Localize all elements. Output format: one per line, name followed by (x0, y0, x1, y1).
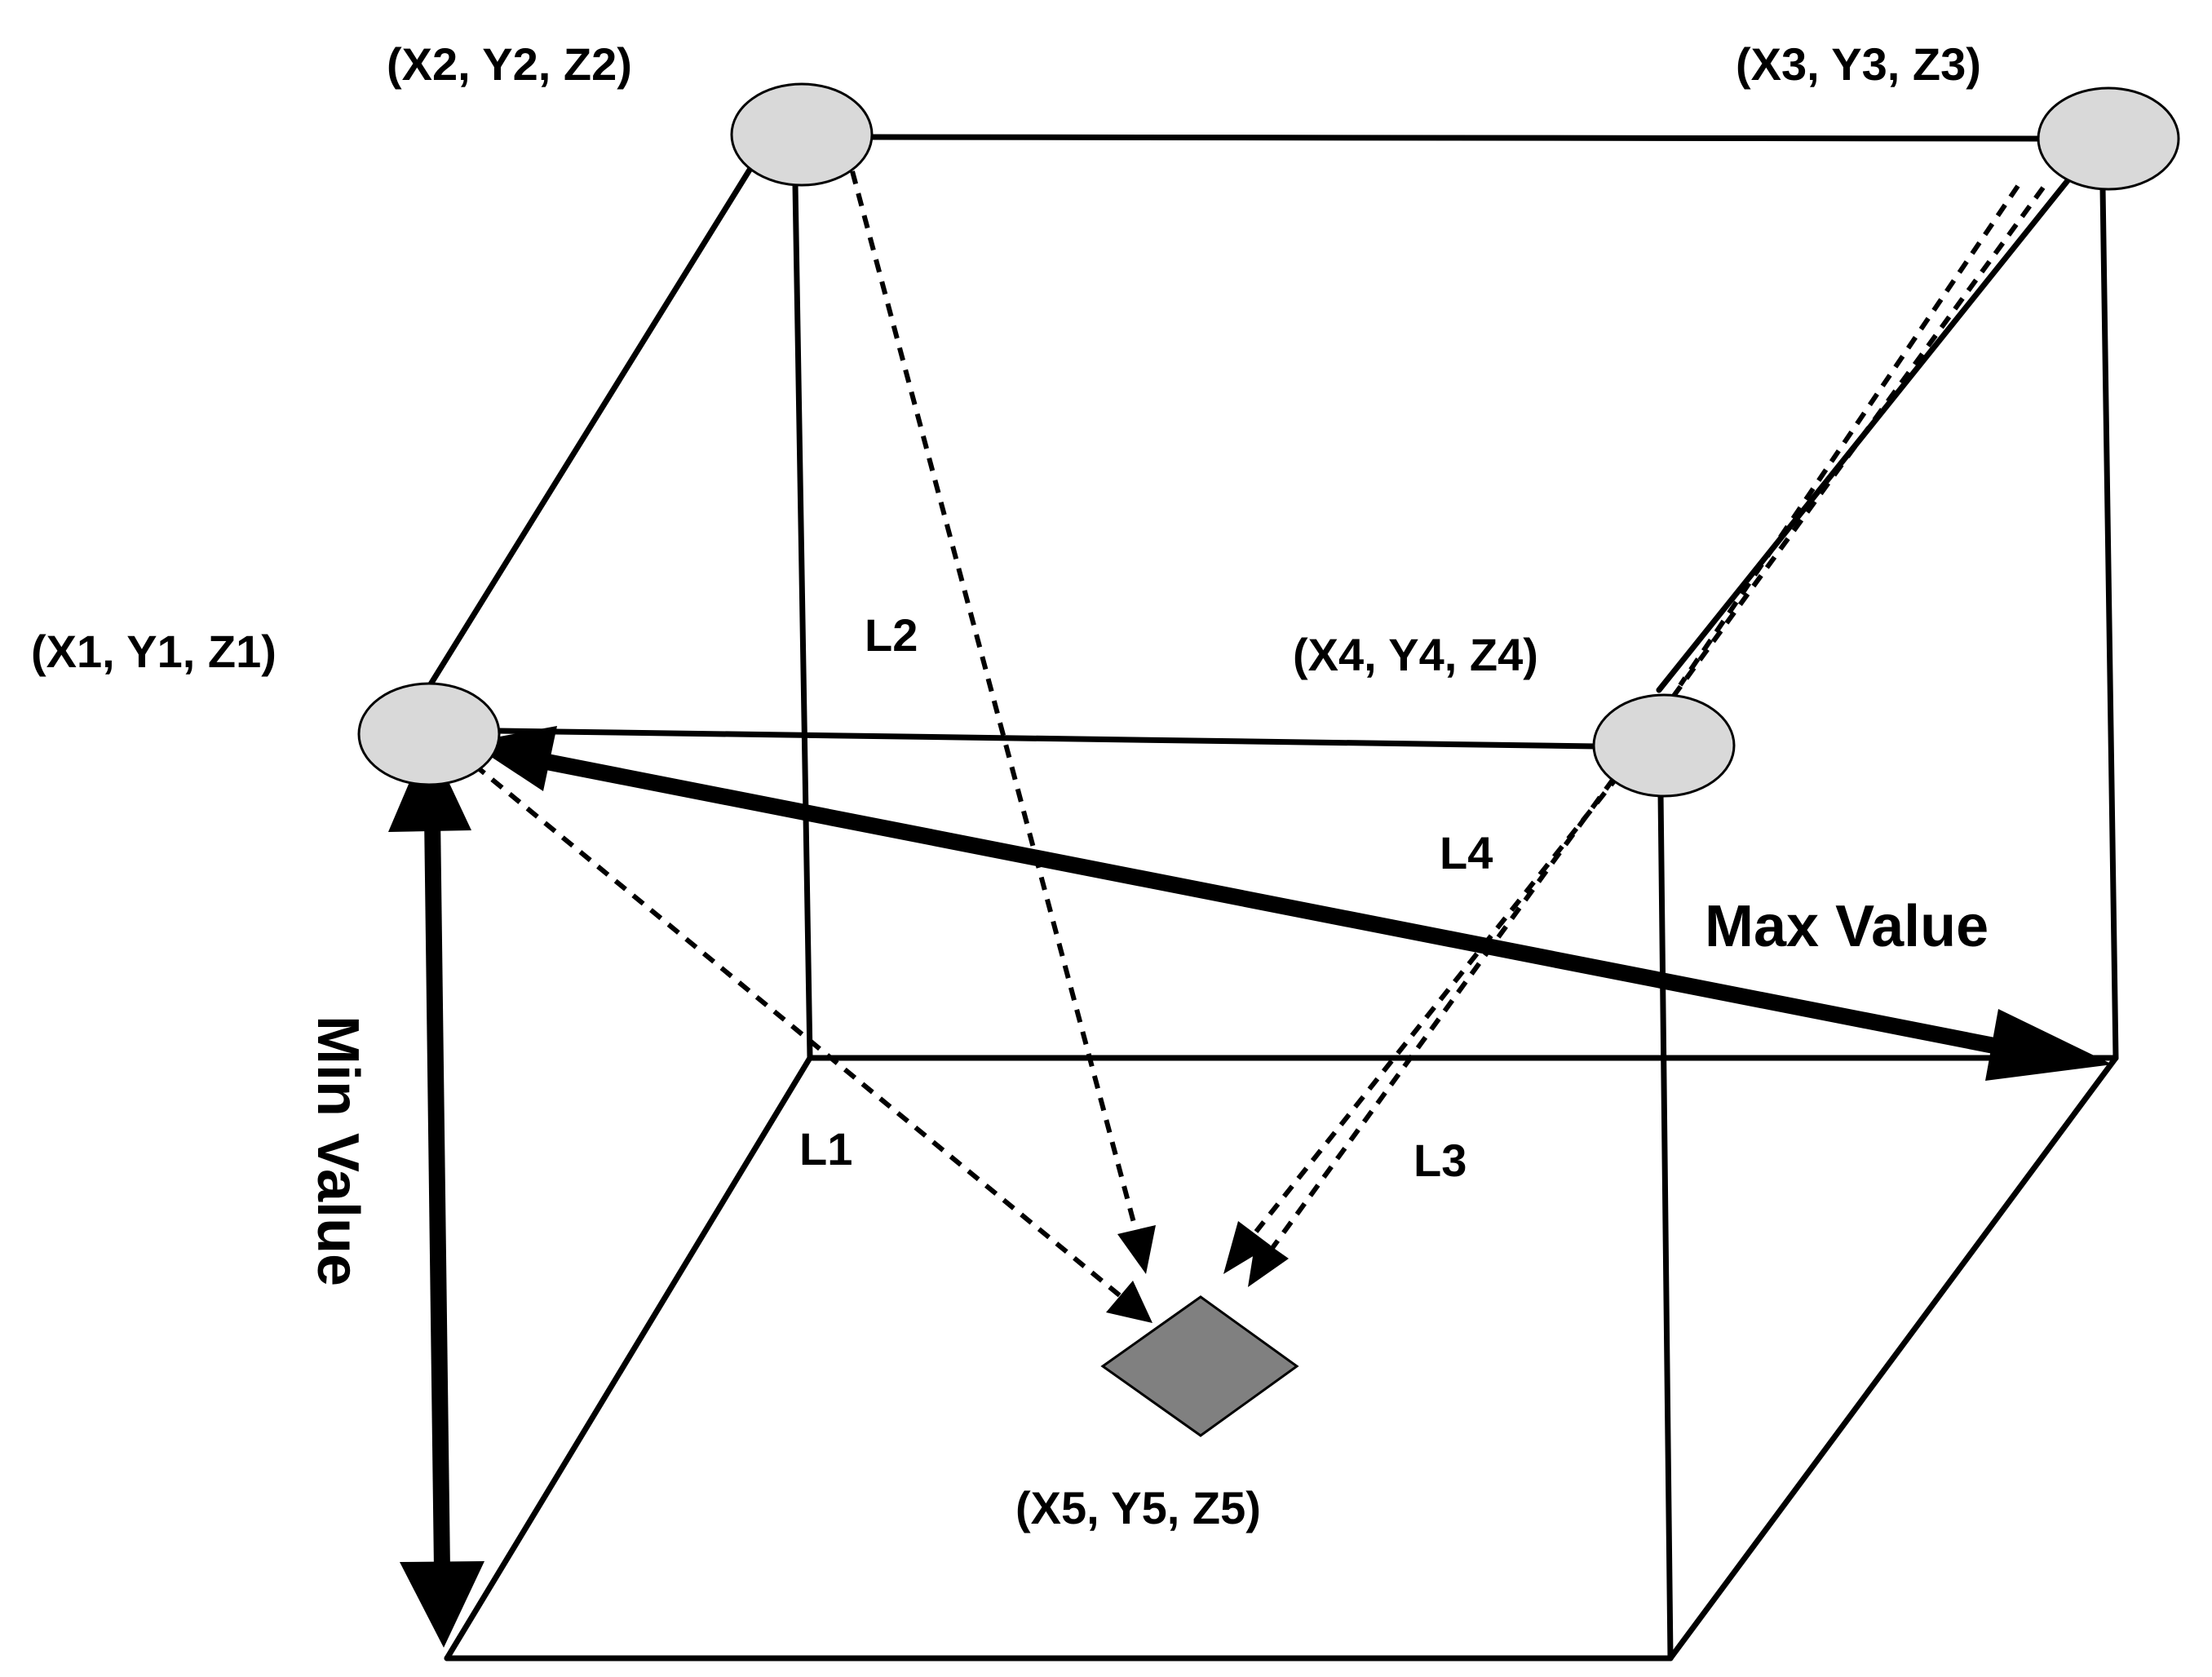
target-p5 (1100, 1295, 1299, 1437)
link-l3-line (1270, 186, 2046, 1250)
label-p3: (X3, Y3, Z3) (1736, 38, 1981, 90)
link-l2-line (850, 170, 1139, 1232)
label-p4: (X4, Y4, Z4) (1293, 629, 1538, 680)
node-p1 (357, 682, 501, 786)
edge-front-right-vertical (1657, 790, 1674, 1662)
link-l4-line-a (1678, 184, 2020, 687)
label-l3: L3 (1413, 1135, 1467, 1186)
label-max-value: Max Value (1705, 894, 1989, 959)
label-l4: L4 (1440, 827, 1493, 878)
label-p1: (X1, Y1, Z1) (31, 626, 276, 677)
min-value-arrowhead-bottom (400, 1561, 484, 1648)
edge-bottom-right-diagonal (1667, 1055, 2119, 1662)
max-value-arrowhead-right (1985, 1009, 2112, 1081)
edge-bottom-left-diagonal (444, 1055, 813, 1662)
node-p4 (1592, 693, 1736, 798)
nodes (357, 82, 2180, 1437)
node-p2 (730, 82, 874, 187)
min-value-arrow-line (424, 815, 450, 1571)
edge-front-top (495, 728, 1599, 750)
label-l1: L1 (799, 1123, 852, 1175)
edge-back-right-vertical (2099, 184, 2119, 1061)
link-l1-arrowhead (1106, 1281, 1152, 1323)
max-value-arrow-line (520, 749, 2008, 1056)
labels: (X1, Y1, Z1) (X2, Y2, Z2) (X3, Y3, Z3) (… (31, 38, 1989, 1533)
label-p2: (X2, Y2, Z2) (387, 38, 632, 90)
label-min-value: Min Value (305, 1015, 370, 1286)
label-p5: (X5, Y5, Z5) (1015, 1482, 1261, 1533)
edge-top-back (869, 134, 2042, 142)
link-l4-line-b (1254, 773, 1621, 1233)
link-l2-arrowhead (1117, 1225, 1156, 1274)
edge-back-left-vertical (792, 181, 813, 1061)
edge-left-diagonal-top (426, 164, 754, 690)
dashed-links (455, 170, 2046, 1323)
cube-edges (426, 134, 2119, 1662)
link-l1-line (455, 748, 1123, 1299)
node-p3 (2037, 86, 2180, 191)
label-l2: L2 (865, 609, 918, 661)
link-l4-arrowhead (1223, 1221, 1271, 1274)
